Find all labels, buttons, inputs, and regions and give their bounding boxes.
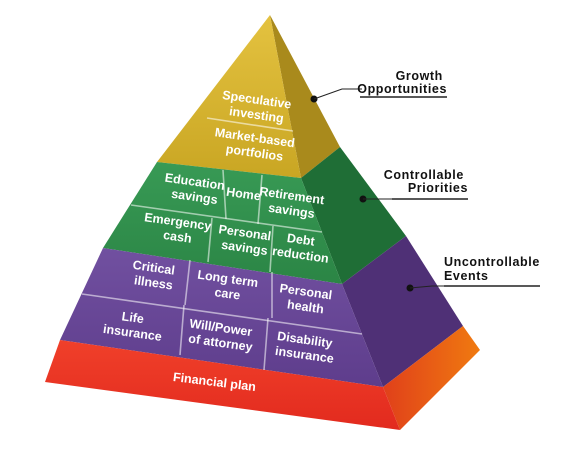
growth-tier-front bbox=[157, 15, 301, 178]
growth-tier-side bbox=[270, 15, 340, 178]
uncontrollable-tier-side bbox=[342, 236, 463, 387]
uncontrollable-tier-front bbox=[60, 248, 383, 387]
uncontrollable-cells: Critical illness Long term care Personal… bbox=[102, 258, 337, 366]
controllable-tier-side bbox=[301, 147, 406, 284]
cell-education-savings: Education savings bbox=[162, 171, 229, 209]
cell-retirement-savings: Retirement savings bbox=[256, 184, 328, 222]
cell-separators bbox=[81, 117, 363, 371]
callout-growth: Growth Opportunities bbox=[310, 69, 447, 103]
callout-uncontrollable: Uncontrollable Events bbox=[406, 255, 544, 292]
callout-growth-leader bbox=[313, 88, 362, 100]
cell-personal-savings: Personal savings bbox=[216, 222, 276, 259]
base-tier-front bbox=[45, 340, 400, 430]
callout-growth-label: Growth Opportunities bbox=[357, 69, 447, 96]
callout-controllable-label: Controllable Priorities bbox=[384, 168, 468, 195]
cell-home: Home bbox=[225, 185, 261, 204]
base-tier-side bbox=[383, 326, 480, 430]
cell-critical-illness: Critical illness bbox=[130, 258, 179, 293]
callout-uncontrollable-label: Uncontrollable Events bbox=[444, 255, 544, 283]
callout-controllable: Controllable Priorities bbox=[359, 168, 468, 203]
controllable-tier-front bbox=[103, 162, 342, 284]
cell-personal-health: Personal health bbox=[277, 281, 337, 318]
